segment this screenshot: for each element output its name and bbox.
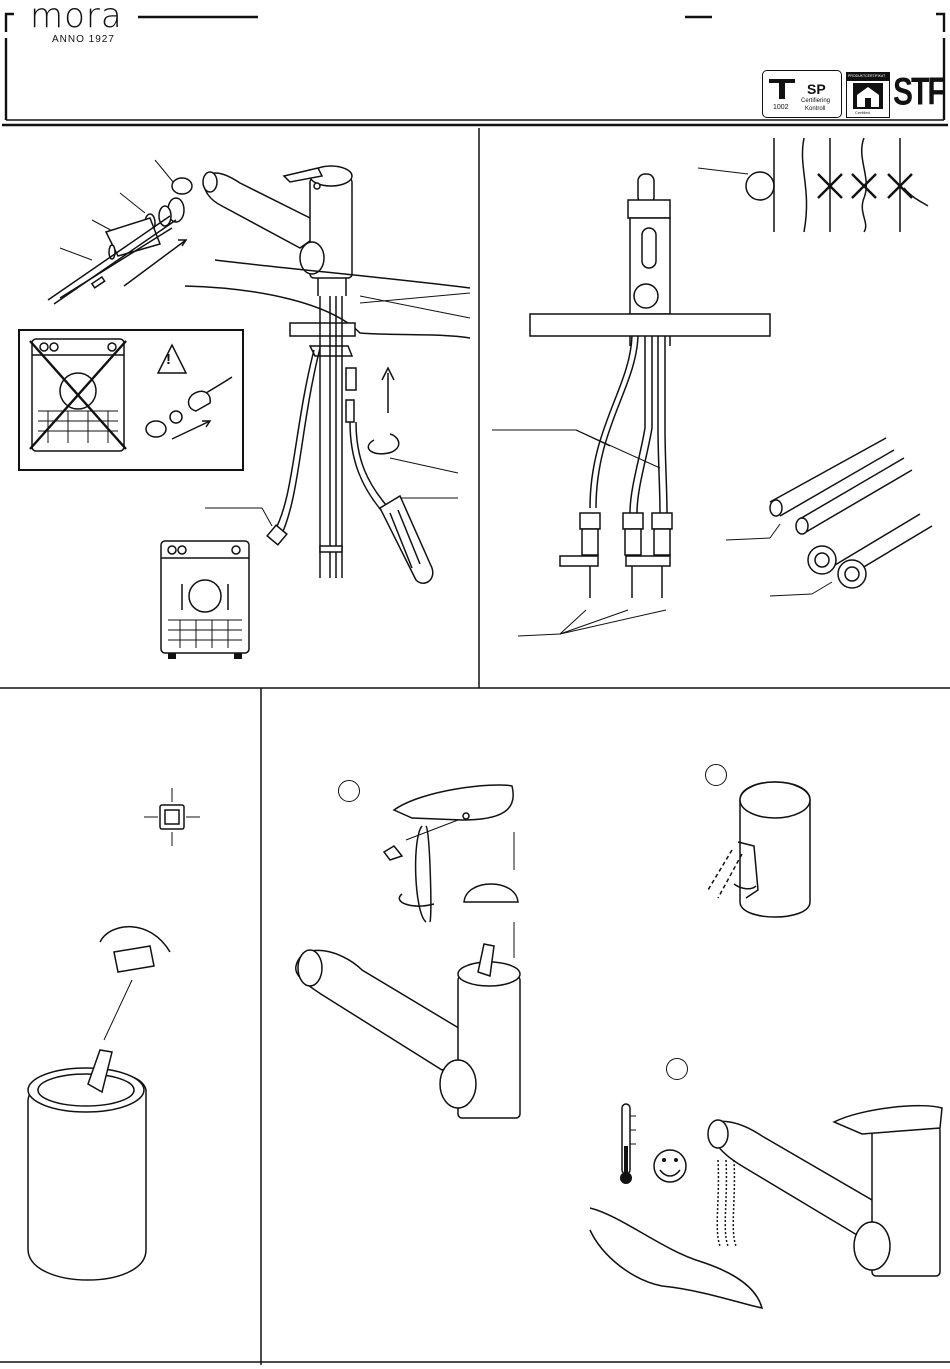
exploded-parts xyxy=(48,160,192,304)
warning-box: ! xyxy=(18,329,244,471)
handle-removal xyxy=(384,785,518,958)
dishwasher-icon xyxy=(160,540,252,662)
cartridge-illustration xyxy=(0,690,260,1362)
hose-connectors xyxy=(770,438,932,588)
handle-illustration xyxy=(262,690,950,1362)
handle-rotation xyxy=(708,782,810,917)
faucet-mounted xyxy=(203,166,352,296)
faucet-side-view xyxy=(296,944,520,1118)
dishwasher-crossed-icon xyxy=(30,339,126,451)
hose-options xyxy=(698,138,928,232)
screwdriver xyxy=(380,496,433,583)
warning-triangle-icon xyxy=(158,345,186,373)
step-1-marker xyxy=(338,780,360,802)
shutoff-valves xyxy=(560,513,672,598)
warning-symbol: ! xyxy=(166,351,171,368)
step-3-marker xyxy=(666,1058,688,1080)
temperature-check xyxy=(590,1104,942,1308)
step-2-marker xyxy=(705,764,727,786)
faucet-front-view xyxy=(628,174,670,314)
connection-illustration xyxy=(480,128,950,688)
smiley-icon xyxy=(654,1150,686,1182)
temperature-stop-icon xyxy=(144,788,200,846)
cartridge-body xyxy=(28,1050,146,1280)
